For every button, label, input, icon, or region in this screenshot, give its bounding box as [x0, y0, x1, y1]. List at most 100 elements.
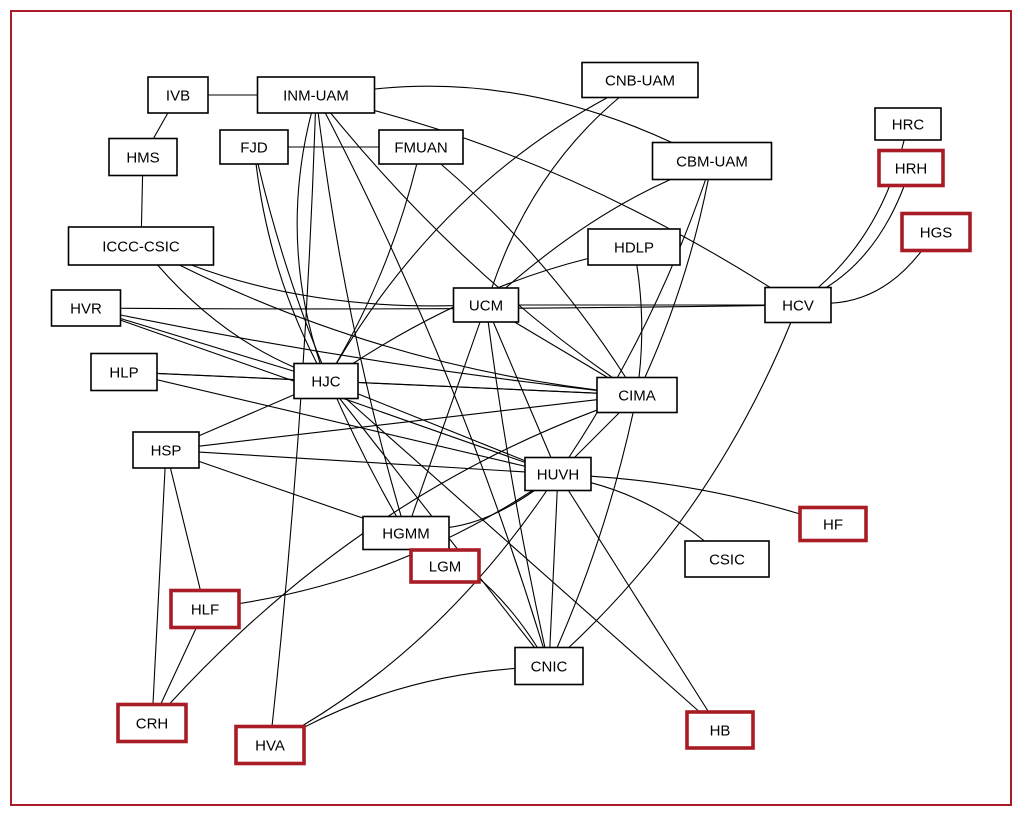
graph-edge: [191, 264, 454, 307]
graph-edge: [324, 112, 544, 648]
node-box[interactable]: [877, 148, 945, 188]
graph-node-iccc-csic[interactable]: ICCC-CSIC: [67, 226, 215, 266]
graph-node-cnb-uam[interactable]: CNB-UAM: [581, 61, 699, 99]
graph-node-hdlp[interactable]: HDLP: [587, 228, 681, 266]
graph-edge: [556, 412, 634, 648]
node-box[interactable]: [685, 710, 755, 750]
node-box[interactable]: [293, 362, 359, 400]
node-box[interactable]: [147, 76, 209, 114]
graph-edge: [179, 264, 598, 391]
graph-edge: [825, 185, 905, 288]
node-box[interactable]: [50, 289, 122, 327]
node-box[interactable]: [409, 548, 481, 584]
node-box[interactable]: [452, 287, 520, 323]
graph-edge: [255, 163, 318, 364]
node-box[interactable]: [219, 129, 289, 165]
graph-node-cnic[interactable]: CNIC: [514, 646, 584, 686]
graph-node-fmuan[interactable]: FMUAN: [378, 129, 464, 165]
graph-node-hms[interactable]: HMS: [108, 137, 178, 177]
node-box[interactable]: [684, 540, 770, 578]
node-box[interactable]: [798, 505, 868, 543]
node-box[interactable]: [362, 515, 450, 551]
graph-node-hvr[interactable]: HVR: [50, 289, 122, 327]
graph-node-hva[interactable]: HVA: [234, 724, 306, 766]
node-box[interactable]: [900, 211, 972, 253]
graph-edge: [411, 321, 481, 517]
graph-node-hgs[interactable]: HGS: [900, 211, 972, 253]
graph-edge: [238, 490, 533, 605]
graph-edge: [357, 393, 526, 462]
graph-edge: [568, 179, 707, 458]
graph-node-hcv[interactable]: HCV: [764, 286, 832, 324]
graph-node-hlf[interactable]: HLF: [169, 588, 241, 630]
graph-edge: [830, 250, 923, 304]
graph-edge: [120, 314, 598, 391]
node-box[interactable]: [587, 228, 681, 266]
node-box[interactable]: [256, 76, 376, 114]
graph-edge: [300, 490, 548, 727]
graph-node-lgm[interactable]: LGM: [409, 548, 481, 584]
node-box[interactable]: [874, 107, 942, 141]
graph-node-hb[interactable]: HB: [685, 710, 755, 750]
graph-node-hrc[interactable]: HRC: [874, 107, 942, 141]
graph-node-hf[interactable]: HF: [798, 505, 868, 543]
graph-edge: [198, 394, 295, 437]
graph-edge: [568, 322, 792, 648]
graph-edge: [335, 163, 418, 364]
graph-edge: [257, 163, 398, 517]
node-box[interactable]: [169, 588, 241, 630]
graph-node-hsp[interactable]: HSP: [132, 431, 200, 469]
graph-edge: [590, 482, 705, 542]
graph-node-huvh[interactable]: HUVH: [524, 456, 592, 492]
graph-edge: [198, 460, 364, 519]
node-box[interactable]: [596, 376, 678, 414]
graph-edge: [590, 475, 801, 515]
graph-edge: [448, 490, 535, 528]
node-box[interactable]: [514, 646, 584, 686]
graph-edge: [271, 112, 316, 727]
node-box[interactable]: [378, 129, 464, 165]
graph-edge: [156, 379, 526, 467]
graph-edge: [644, 179, 709, 378]
graph-node-hlp[interactable]: HLP: [90, 352, 158, 392]
graph-edge: [152, 112, 169, 139]
graph-edge: [374, 110, 771, 288]
graph-node-inm-uam[interactable]: INM-UAM: [256, 76, 376, 114]
graph-edge: [567, 490, 710, 713]
graph-edge: [140, 175, 144, 228]
graph-edge: [120, 304, 766, 310]
graph-edge: [440, 163, 627, 378]
graph-edge: [549, 490, 558, 648]
node-box[interactable]: [524, 456, 592, 492]
graph-node-cbm-uam[interactable]: CBM-UAM: [651, 141, 773, 181]
graph-edge: [345, 398, 701, 713]
graph-node-cima[interactable]: CIMA: [596, 376, 678, 414]
graph-node-csic[interactable]: CSIC: [684, 540, 770, 578]
node-box[interactable]: [116, 702, 188, 744]
graph-node-fjd[interactable]: FJD: [219, 129, 289, 165]
node-box[interactable]: [67, 226, 215, 266]
node-box[interactable]: [234, 724, 306, 766]
graph-edge: [335, 97, 608, 364]
node-box[interactable]: [108, 137, 178, 177]
graph-edge: [330, 112, 613, 378]
node-box[interactable]: [90, 352, 158, 392]
node-box[interactable]: [651, 141, 773, 181]
node-box[interactable]: [581, 61, 699, 99]
graph-edge: [491, 97, 620, 289]
graph-edge: [152, 467, 166, 705]
node-box[interactable]: [764, 286, 832, 324]
graph-edge: [120, 317, 295, 372]
graph-node-ucm[interactable]: UCM: [452, 287, 520, 323]
graph-node-ivb[interactable]: IVB: [147, 76, 209, 114]
graph-node-crh[interactable]: CRH: [116, 702, 188, 744]
node-box[interactable]: [132, 431, 200, 469]
nodes-layer: IVB INM-UAM CNB-UAM HMS FJD FMUAN CBM-UAM HRC HR…: [50, 61, 972, 766]
graph-edge: [487, 321, 546, 648]
graph-edge: [317, 112, 402, 517]
graph-edge: [198, 451, 526, 473]
graph-node-hgmm[interactable]: HGMM: [362, 515, 450, 551]
graph-node-hjc[interactable]: HJC: [293, 362, 359, 400]
graph-node-hrh[interactable]: HRH: [877, 148, 945, 188]
